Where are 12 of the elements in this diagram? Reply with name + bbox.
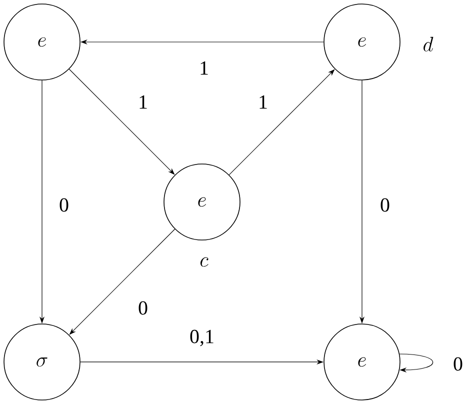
edge-label: 0 [379, 197, 391, 213]
edge-label: 1 [257, 94, 269, 110]
arrow [228, 69, 335, 176]
edge-label: 1 [137, 94, 149, 110]
edge-label: 0 [58, 197, 70, 213]
state-label: $c$ [200, 257, 208, 267]
edge-label: 0 [137, 300, 149, 316]
edge-label: 0 [452, 356, 464, 372]
arrow [399, 354, 434, 372]
edge-label: 1 [198, 60, 210, 76]
state-label: $d$ [424, 36, 434, 52]
edge-label: 0,1 [188, 328, 216, 348]
